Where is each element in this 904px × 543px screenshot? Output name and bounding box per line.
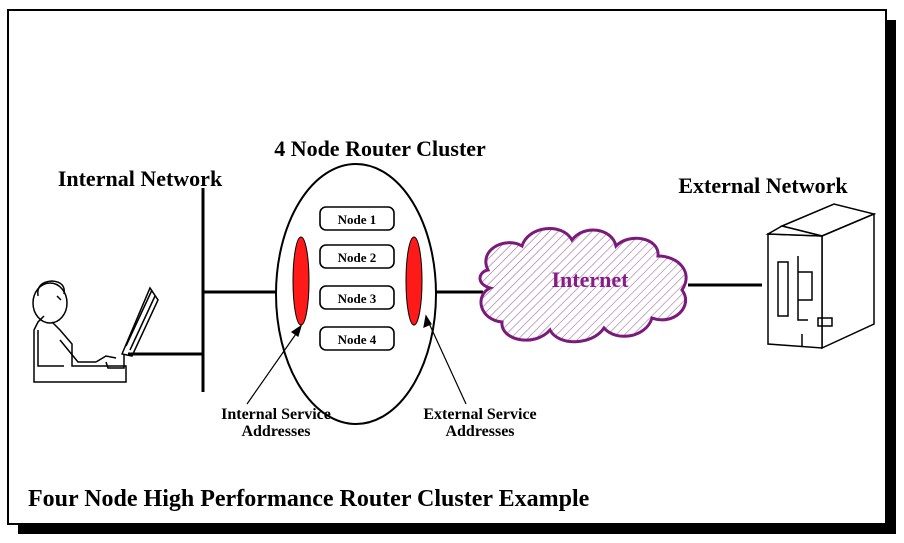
external-service-arrow [423, 314, 467, 405]
frame [7, 9, 887, 525]
node-4-label: Node 4 [338, 332, 377, 347]
node-1-label: Node 1 [338, 212, 377, 227]
node-4-box: Node 4 [319, 326, 395, 351]
node-3-label: Node 3 [338, 291, 377, 306]
external-service-label-line-2: Addresses [445, 423, 514, 440]
internet-label: Internet [552, 267, 630, 292]
internal-network-label: Internal Network [58, 166, 223, 191]
cluster-title: 4 Node Router Cluster [274, 136, 486, 161]
node-2-box: Node 2 [319, 244, 395, 269]
node-2-label: Node 2 [338, 250, 377, 265]
diagram-title: Four Node High Performance Router Cluste… [28, 486, 590, 512]
internal-service-arrow [246, 324, 303, 405]
internal-service-address-marker [292, 236, 310, 326]
external-service-label-line-1: External Service [423, 406, 536, 423]
user-workstation-icon [32, 280, 159, 383]
external-server-icon [765, 203, 877, 350]
external-service-address-marker [405, 236, 423, 326]
internal-service-label-line-1: Internal Service [221, 406, 331, 423]
internal-service-label-line-2: Addresses [241, 423, 310, 440]
node-3-box: Node 3 [319, 285, 395, 310]
node-1-box: Node 1 [319, 206, 395, 231]
external-network-label: External Network [678, 173, 848, 198]
internet-cloud-icon [478, 227, 688, 344]
